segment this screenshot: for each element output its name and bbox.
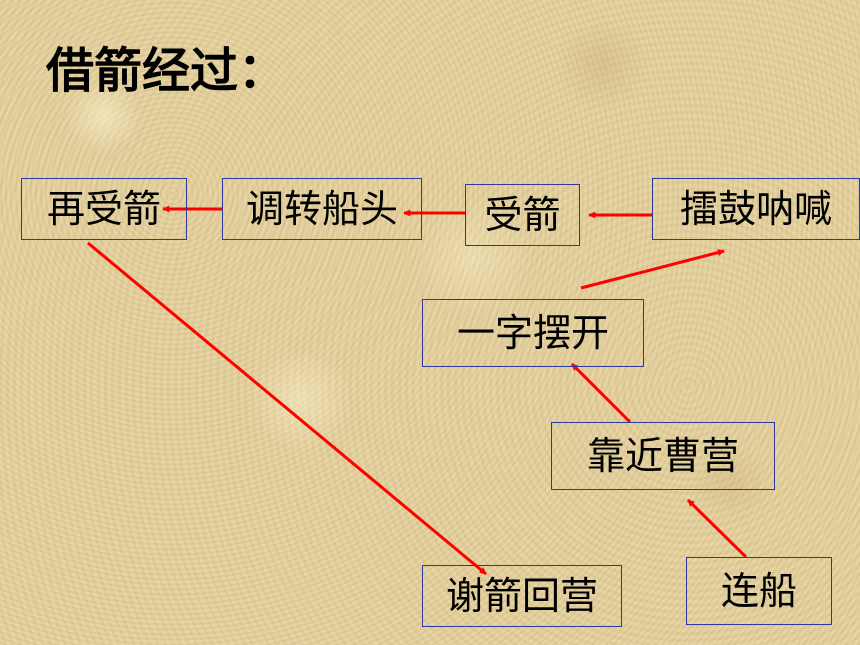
node-yizi: 一字摆开 [422,299,644,367]
node-label: 再受箭 [46,187,161,231]
node-lianchuan: 连船 [686,557,832,625]
node-label: 调转船头 [245,187,398,231]
arrow-kaojin-to-yizi [570,362,632,424]
node-zaishoujian: 再受箭 [21,178,187,240]
arrow-lianchuan-to-kaojin [686,498,748,559]
arrow-yizi-to-leigu [580,249,725,290]
node-kaojin: 靠近曹营 [551,422,775,490]
node-label: 受箭 [484,193,561,237]
node-label: 一字摆开 [456,311,609,355]
node-label: 擂鼓呐喊 [679,187,832,231]
node-label: 连船 [720,569,797,613]
node-leigu: 擂鼓呐喊 [652,178,860,240]
node-tiaozhuan: 调转船头 [222,178,422,240]
node-shoujian: 受箭 [465,184,580,246]
node-xiejian: 谢箭回营 [422,565,622,627]
arrow-zaishoujian-to-xiejian [87,241,487,576]
node-label: 靠近曹营 [586,434,739,478]
node-label: 谢箭回营 [445,574,598,618]
slide-title: 借箭经过： [46,43,287,99]
